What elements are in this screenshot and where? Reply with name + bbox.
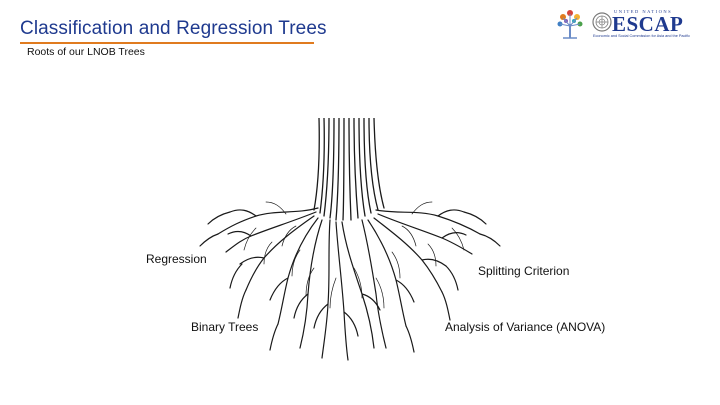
label-splitting-criterion: Splitting Criterion: [478, 264, 570, 278]
title-underline: [20, 42, 314, 44]
label-regression: Regression: [146, 252, 207, 266]
un-emblem-icon: [592, 12, 612, 32]
un-text: UNITED NATIONS: [614, 9, 673, 14]
escap-subtitle: Economic and Social Commission for Asia …: [593, 34, 691, 38]
slide-title: Classification and Regression Trees: [20, 18, 327, 39]
label-anova: Analysis of Variance (ANOVA): [445, 320, 606, 334]
escap-wordmark: ESCAP: [612, 12, 684, 36]
tree-roots-illustration: [199, 118, 501, 361]
lnob-tree-icon: [557, 10, 583, 39]
label-binary-trees: Binary Trees: [191, 320, 259, 334]
slide-subtitle: Roots of our LNOB Trees: [27, 46, 145, 58]
